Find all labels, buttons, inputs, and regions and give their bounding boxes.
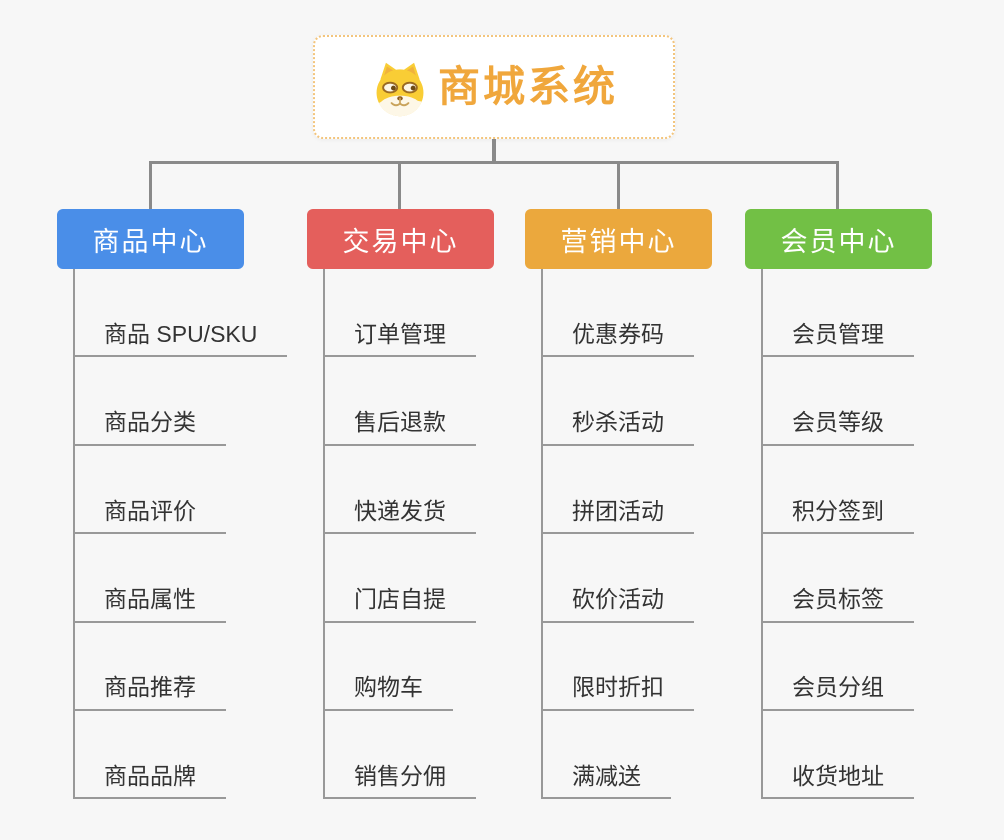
leaf-node[interactable]: 售后退款: [323, 409, 476, 446]
branch-leaves: 订单管理 售后退款 快递发货 门店自提 购物车 销售分佣: [323, 269, 476, 800]
leaf-node[interactable]: 会员等级: [761, 409, 914, 446]
leaf-node[interactable]: 门店自提: [323, 586, 476, 623]
root-title: 商城系统: [437, 63, 618, 110]
connector-drop-trade: [398, 161, 401, 210]
branch-column-marketing-center: 营销中心 优惠券码 秒杀活动 拼团活动 砍价活动 限时折扣 满减送: [525, 209, 712, 800]
leaf-node[interactable]: 商品分类: [73, 409, 226, 446]
leaf-node[interactable]: 销售分佣: [323, 763, 476, 800]
connector-drop-marketing: [617, 161, 620, 210]
leaf-node[interactable]: 积分签到: [761, 498, 914, 535]
leaf-node[interactable]: 商品评价: [73, 498, 226, 535]
leaf-node[interactable]: 商品品牌: [73, 763, 226, 800]
leaf-node[interactable]: 快递发货: [323, 498, 476, 535]
leaf-node[interactable]: 会员分组: [761, 674, 914, 711]
leaf-node[interactable]: 拼团活动: [541, 498, 694, 535]
doge-icon: [376, 62, 424, 117]
leaf-node[interactable]: 商品推荐: [73, 674, 226, 711]
branch-label: 交易中心: [342, 226, 459, 257]
connector-root-stem: [492, 139, 496, 163]
leaf-node[interactable]: 满减送: [541, 763, 671, 800]
leaf-node[interactable]: 购物车: [323, 674, 453, 711]
connector-drop-product: [149, 161, 152, 210]
leaf-node[interactable]: 优惠券码: [541, 321, 694, 358]
branch-node-member-center[interactable]: 会员中心: [745, 209, 932, 269]
connector-bus-line: [149, 161, 839, 164]
branch-column-member-center: 会员中心 会员管理 会员等级 积分签到 会员标签 会员分组 收货地址: [745, 209, 932, 800]
branch-leaves: 优惠券码 秒杀活动 拼团活动 砍价活动 限时折扣 满减送: [541, 269, 694, 800]
leaf-node[interactable]: 订单管理: [323, 321, 476, 358]
branch-node-product-center[interactable]: 商品中心: [57, 209, 244, 269]
root-node-mall-system[interactable]: 商城系统: [313, 35, 675, 139]
branch-label: 商品中心: [92, 226, 209, 257]
leaf-node[interactable]: 商品属性: [73, 586, 226, 623]
branch-label: 营销中心: [560, 226, 677, 257]
branch-node-trade-center[interactable]: 交易中心: [307, 209, 494, 269]
branch-column-trade-center: 交易中心 订单管理 售后退款 快递发货 门店自提 购物车 销售分佣: [307, 209, 494, 800]
branch-label: 会员中心: [780, 226, 897, 257]
leaf-node[interactable]: 限时折扣: [541, 674, 694, 711]
leaf-node[interactable]: 商品 SPU/SKU: [73, 321, 288, 358]
branch-column-product-center: 商品中心 商品 SPU/SKU 商品分类 商品评价 商品属性 商品推荐 商品品牌: [57, 209, 288, 800]
branch-node-marketing-center[interactable]: 营销中心: [525, 209, 712, 269]
branch-leaves: 会员管理 会员等级 积分签到 会员标签 会员分组 收货地址: [761, 269, 914, 800]
leaf-node[interactable]: 收货地址: [761, 763, 914, 800]
leaf-node[interactable]: 会员标签: [761, 586, 914, 623]
leaf-node[interactable]: 会员管理: [761, 321, 914, 358]
leaf-node[interactable]: 秒杀活动: [541, 409, 694, 446]
connector-drop-member: [836, 161, 839, 210]
branch-leaves: 商品 SPU/SKU 商品分类 商品评价 商品属性 商品推荐 商品品牌: [73, 269, 288, 800]
leaf-node[interactable]: 砍价活动: [541, 586, 694, 623]
